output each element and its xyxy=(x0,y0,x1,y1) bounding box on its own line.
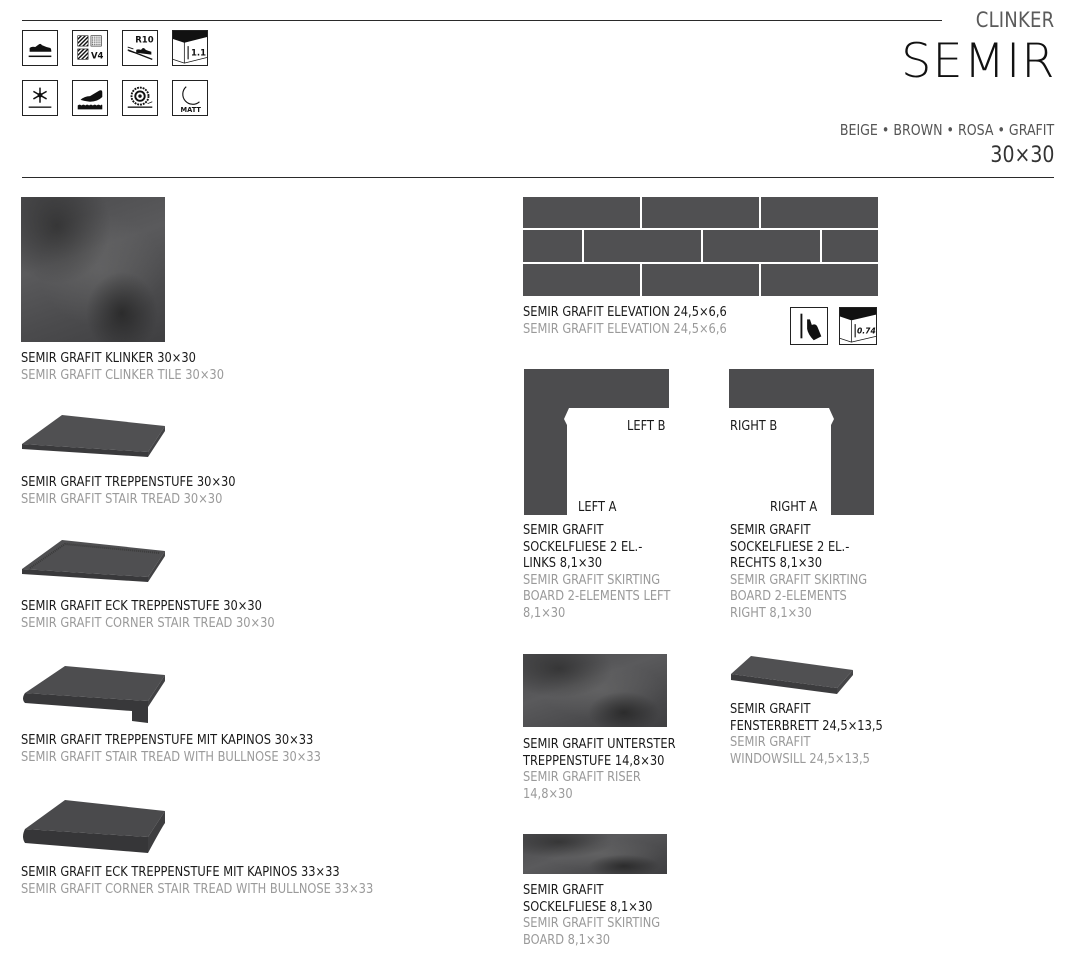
product-name-en: SEMIR GRAFIT SKIRTING xyxy=(523,916,661,931)
product-label-elevation: SEMIR GRAFIT ELEVATION 24,5×6,6 SEMIR GR… xyxy=(523,305,727,338)
product-image-clinker-tile xyxy=(21,197,165,342)
product-label-skirting-right: SEMIR GRAFIT SOCKELFLIESE 2 EL.- RECHTS … xyxy=(730,523,867,622)
svg-text:0.74: 0.74 xyxy=(857,327,876,336)
product-image-skirting xyxy=(523,834,667,874)
product-name-de: TREPPENSTUFE 14,8×30 xyxy=(523,753,665,769)
foot-traffic-icon xyxy=(22,30,58,66)
product-name-en: SEMIR GRAFIT xyxy=(730,735,811,750)
product-name-de: SEMIR GRAFIT xyxy=(523,883,604,898)
product-name-de: LINKS 8,1×30 xyxy=(523,556,603,571)
product-name-en: BOARD 8,1×30 xyxy=(523,932,611,948)
slip-resistance-r10-icon: R10 xyxy=(122,30,158,66)
water-absorption-icon xyxy=(72,80,108,116)
product-name-de: SEMIR GRAFIT KLINKER 30×30 xyxy=(21,351,196,366)
product-name-en: SEMIR GRAFIT RISER xyxy=(523,770,641,785)
product-name-de: SEMIR GRAFIT xyxy=(523,523,604,538)
product-label-stair-tread-bullnose: SEMIR GRAFIT TREPPENSTUFE MIT KAPINOS 30… xyxy=(21,733,321,766)
product-name-de: SEMIR GRAFIT UNTERSTER xyxy=(523,737,676,752)
brand-title: SEMIR xyxy=(901,34,1056,89)
product-image-stair-tread-bullnose xyxy=(20,663,166,729)
product-label-stair-tread: SEMIR GRAFIT TREPPENSTUFE 30×30 SEMIR GR… xyxy=(21,475,236,508)
product-name-de: SEMIR GRAFIT TREPPENSTUFE 30×30 xyxy=(21,475,236,490)
skirting-right-a-label: RIGHT A xyxy=(770,500,818,515)
product-name-en: RIGHT 8,1×30 xyxy=(730,605,812,621)
svg-text:MATT: MATT xyxy=(181,106,202,114)
header-top-rule xyxy=(22,20,942,21)
product-name-en: SEMIR GRAFIT CORNER STAIR TREAD 30×30 xyxy=(21,615,275,631)
thickness-074-icon: 0.74 xyxy=(839,307,877,345)
skirting-left-b-label: LEFT B xyxy=(627,419,666,434)
product-label-corner-stair-tread-bullnose: SEMIR GRAFIT ECK TREPPENSTUFE MIT KAPINO… xyxy=(21,865,373,898)
color-variants: BEIGE • BROWN • ROSA • GRAFIT xyxy=(839,121,1054,139)
product-name-en: SEMIR GRAFIT ELEVATION 24,5×6,6 xyxy=(523,321,727,337)
product-image-riser xyxy=(523,654,667,727)
product-image-elevation xyxy=(523,197,878,296)
product-label-riser: SEMIR GRAFIT UNTERSTER TREPPENSTUFE 14,8… xyxy=(523,737,676,803)
product-name-en: SEMIR GRAFIT CLINKER TILE 30×30 xyxy=(21,367,224,383)
product-image-corner-stair-tread-bullnose xyxy=(20,797,166,859)
product-label-windowsill: SEMIR GRAFIT FENSTERBRETT 24,5×13,5 SEMI… xyxy=(730,702,883,768)
product-image-skirting-right xyxy=(729,369,875,515)
shade-variation-v4-icon: V4 xyxy=(72,30,108,66)
header-bottom-rule xyxy=(22,177,1054,178)
product-image-stair-tread xyxy=(20,412,166,462)
matt-finish-icon: MATT xyxy=(172,80,208,116)
product-label-skirting: SEMIR GRAFIT SOCKELFLIESE 8,1×30 SEMIR G… xyxy=(523,883,660,949)
product-name-de: SOCKELFLIESE 2 EL.- xyxy=(730,539,850,555)
product-name-de: SEMIR GRAFIT TREPPENSTUFE MIT KAPINOS 30… xyxy=(21,733,314,748)
product-name-de: SEMIR GRAFIT xyxy=(730,523,811,538)
product-name-en: SEMIR GRAFIT SKIRTING xyxy=(523,572,661,588)
product-name-de: SEMIR GRAFIT ECK TREPPENSTUFE MIT KAPINO… xyxy=(21,865,340,880)
product-image-corner-stair-tread xyxy=(20,537,166,587)
skirting-right-b-label: RIGHT B xyxy=(730,419,778,434)
product-name-en: SEMIR GRAFIT STAIR TREAD 30×30 xyxy=(21,491,223,507)
format-size: 30×30 xyxy=(989,143,1054,168)
product-name-de: SEMIR GRAFIT ECK TREPPENSTUFE 30×30 xyxy=(21,599,262,614)
thickness-icon: 1.1 xyxy=(172,30,208,66)
product-label-corner-stair-tread: SEMIR GRAFIT ECK TREPPENSTUFE 30×30 SEMI… xyxy=(21,599,275,632)
category-label: CLINKER xyxy=(975,8,1054,32)
product-image-skirting-left xyxy=(524,369,671,515)
wall-application-icon xyxy=(790,307,828,345)
product-name-en: WINDOWSILL 24,5×13,5 xyxy=(730,751,870,767)
product-name-en: SEMIR GRAFIT CORNER STAIR TREAD WITH BUL… xyxy=(21,881,374,897)
product-name-en: 8,1×30 xyxy=(523,605,566,621)
product-label-clinker-tile: SEMIR GRAFIT KLINKER 30×30 SEMIR GRAFIT … xyxy=(21,351,224,384)
svg-text:R10: R10 xyxy=(135,35,153,45)
product-name-en: SEMIR GRAFIT SKIRTING xyxy=(730,572,868,588)
product-image-windowsill xyxy=(729,654,855,696)
product-name-de: SOCKELFLIESE 2 EL.- xyxy=(523,539,643,555)
product-name-de: SEMIR GRAFIT ELEVATION 24,5×6,6 xyxy=(523,305,727,320)
skirting-left-a-label: LEFT A xyxy=(578,500,617,515)
svg-text:V4: V4 xyxy=(91,51,104,61)
product-name-de: FENSTERBRETT 24,5×13,5 xyxy=(730,718,883,734)
product-name-en: BOARD 2-ELEMENTS LEFT xyxy=(523,589,671,604)
product-name-en: SEMIR GRAFIT STAIR TREAD WITH BULLNOSE 3… xyxy=(21,749,321,765)
frost-resistant-icon xyxy=(22,80,58,116)
product-name-de: RECHTS 8,1×30 xyxy=(730,556,823,571)
product-name-en: 14,8×30 xyxy=(523,786,573,802)
abrasion-resistance-icon xyxy=(122,80,158,116)
product-name-en: BOARD 2-ELEMENTS xyxy=(730,589,847,604)
svg-text:1.1: 1.1 xyxy=(191,49,206,59)
product-label-skirting-left: SEMIR GRAFIT SOCKELFLIESE 2 EL.- LINKS 8… xyxy=(523,523,670,622)
product-name-de: SEMIR GRAFIT xyxy=(730,702,811,717)
product-name-de: SOCKELFLIESE 8,1×30 xyxy=(523,899,653,915)
